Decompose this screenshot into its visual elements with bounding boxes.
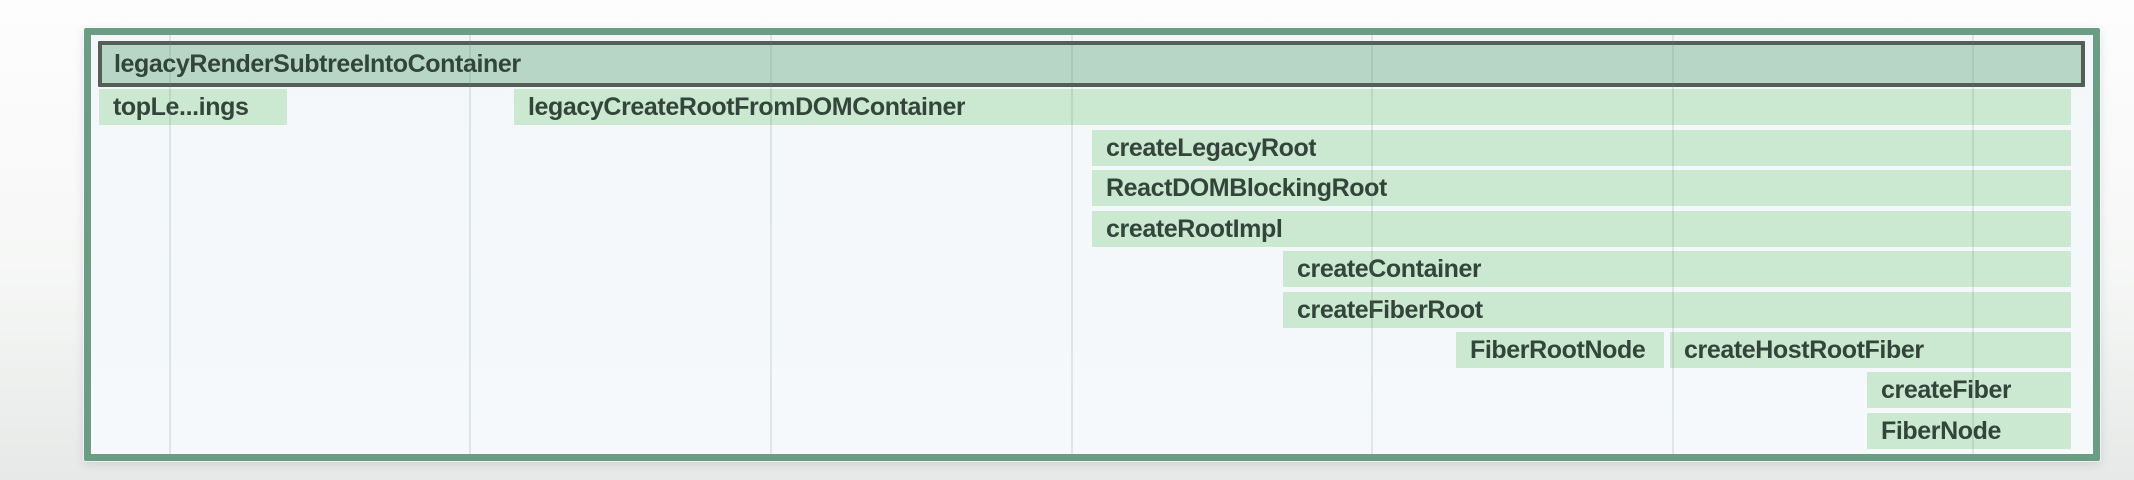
flame-chart-panel: legacyRenderSubtreeIntoContainer topLe...… [84, 28, 2100, 461]
flame-bar-label: ReactDOMBlockingRoot [1106, 173, 1387, 202]
flame-bar[interactable]: FiberNode [1867, 413, 2071, 449]
flame-bar[interactable]: createContainer [1283, 251, 2071, 287]
flame-bar-label: createFiber [1881, 375, 2012, 404]
flame-bar[interactable]: createFiberRoot [1283, 292, 2071, 328]
flame-bar[interactable]: ReactDOMBlockingRoot [1092, 170, 2071, 206]
flame-chart-canvas[interactable]: legacyRenderSubtreeIntoContainer topLe...… [91, 35, 2093, 454]
flame-bar[interactable]: legacyCreateRootFromDOMContainer [514, 89, 2071, 125]
flame-bar-label: FiberNode [1881, 416, 2002, 445]
flame-bar-label: createContainer [1297, 254, 1482, 283]
flame-bar-label: createFiberRoot [1297, 295, 1483, 324]
flame-bar-label: legacyCreateRootFromDOMContainer [528, 92, 966, 121]
flame-bar-label: legacyRenderSubtreeIntoContainer [114, 49, 521, 78]
flame-bar-selected[interactable]: legacyRenderSubtreeIntoContainer [98, 41, 2085, 87]
flame-bar[interactable]: createLegacyRoot [1092, 130, 2071, 166]
flame-bar-label: createLegacyRoot [1106, 133, 1317, 162]
flame-bar-label: createRootImpl [1106, 214, 1283, 243]
flame-bar[interactable]: createHostRootFiber [1670, 332, 2071, 368]
flame-bar[interactable]: topLe...ings [99, 89, 287, 125]
flame-bar-label: FiberRootNode [1470, 335, 1646, 364]
flame-bar[interactable]: createFiber [1867, 372, 2071, 408]
flame-bar-label: topLe...ings [113, 92, 249, 121]
flame-bar-label: createHostRootFiber [1684, 335, 1924, 364]
gridline [469, 35, 471, 454]
flame-bar[interactable]: createRootImpl [1092, 211, 2071, 247]
flame-bar[interactable]: FiberRootNode [1456, 332, 1664, 368]
